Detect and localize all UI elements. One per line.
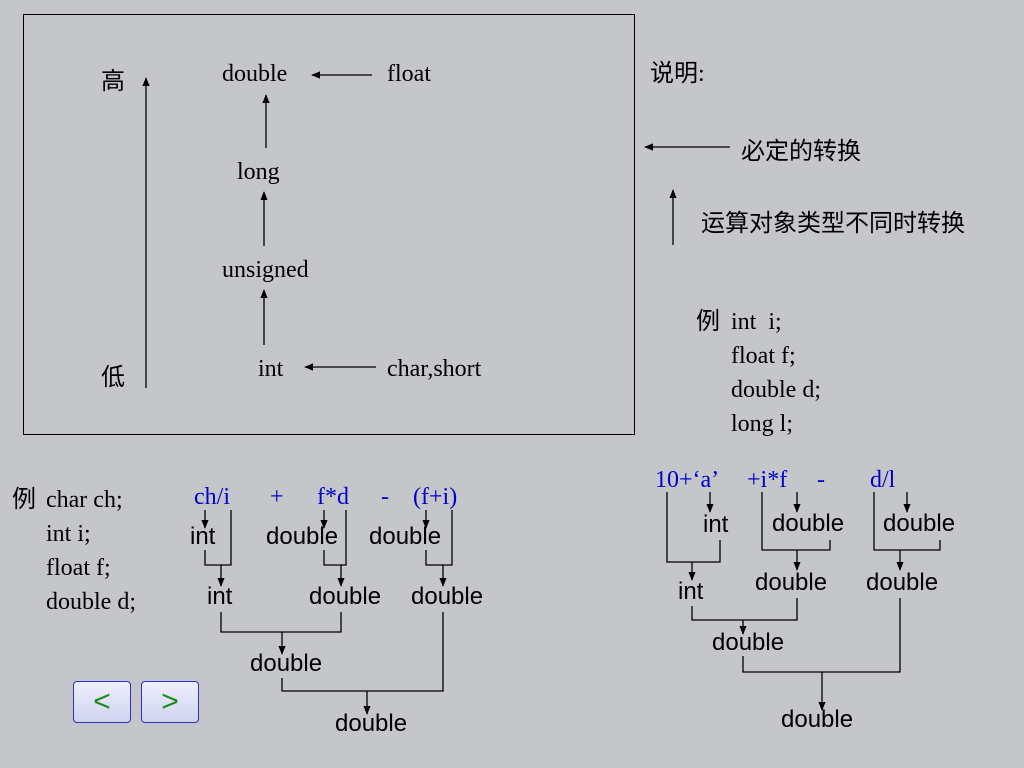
example-right-line: int i; — [731, 309, 782, 335]
long-node: long — [237, 159, 280, 185]
example-right-line: long l; — [731, 411, 794, 437]
expr-right-result: double — [781, 706, 854, 733]
expr-right-result: double — [772, 510, 845, 537]
next-button[interactable]: > — [141, 681, 199, 723]
expr-left-operator: + — [270, 484, 284, 510]
high-label: 高 — [101, 69, 125, 95]
example-right-label: 例 — [696, 309, 720, 335]
expr-left-operator: - — [381, 484, 389, 510]
expr-right-term: d/l — [870, 467, 896, 493]
example-left-line: float f; — [46, 555, 111, 581]
int-node: int — [258, 356, 284, 382]
unsigned-node: unsigned — [222, 257, 309, 283]
legend-title: 说明: — [650, 61, 705, 87]
prev-button[interactable]: < — [73, 681, 131, 723]
expr-left-term: ch/i — [194, 484, 230, 510]
char-short-node: char,short — [387, 356, 482, 382]
legend-operand-text: 运算对象类型不同时转换 — [701, 211, 965, 237]
expr-right-result: double — [712, 629, 785, 656]
expr-left-result: double — [250, 650, 323, 677]
example-left-line: int i; — [46, 521, 91, 547]
expr-left-result: double — [335, 710, 408, 737]
expr-left-result: int — [190, 523, 216, 550]
expr-right-result: double — [755, 569, 828, 596]
expr-left-result: double — [411, 583, 484, 610]
example-left-line: double d; — [46, 589, 136, 615]
expr-right-term: 10+‘a’ — [655, 467, 720, 493]
float-node: float — [387, 61, 431, 87]
expr-left-result: double — [369, 523, 442, 550]
expr-right-result: double — [883, 510, 956, 537]
type-hierarchy-box — [23, 14, 635, 435]
expr-right-term: +i*f — [747, 467, 788, 493]
expr-left-term: (f+i) — [413, 484, 458, 510]
expr-right-operator: - — [817, 467, 825, 493]
expr-left-result: double — [266, 523, 339, 550]
legend-required-text: 必定的转换 — [741, 139, 861, 165]
expr-left-result: int — [207, 583, 233, 610]
expr-right-result: int — [703, 511, 729, 538]
expr-right-result: int — [678, 578, 704, 605]
expr-left-term: f*d — [317, 484, 349, 510]
example-left-line: char ch; — [46, 487, 123, 513]
expr-right-result: double — [866, 569, 939, 596]
example-left-label: 例 — [12, 487, 36, 513]
example-right-line: double d; — [731, 377, 821, 403]
example-right-line: float f; — [731, 343, 796, 369]
expr-left-result: double — [309, 583, 382, 610]
double-node: double — [222, 61, 288, 87]
low-label: 低 — [101, 365, 125, 391]
